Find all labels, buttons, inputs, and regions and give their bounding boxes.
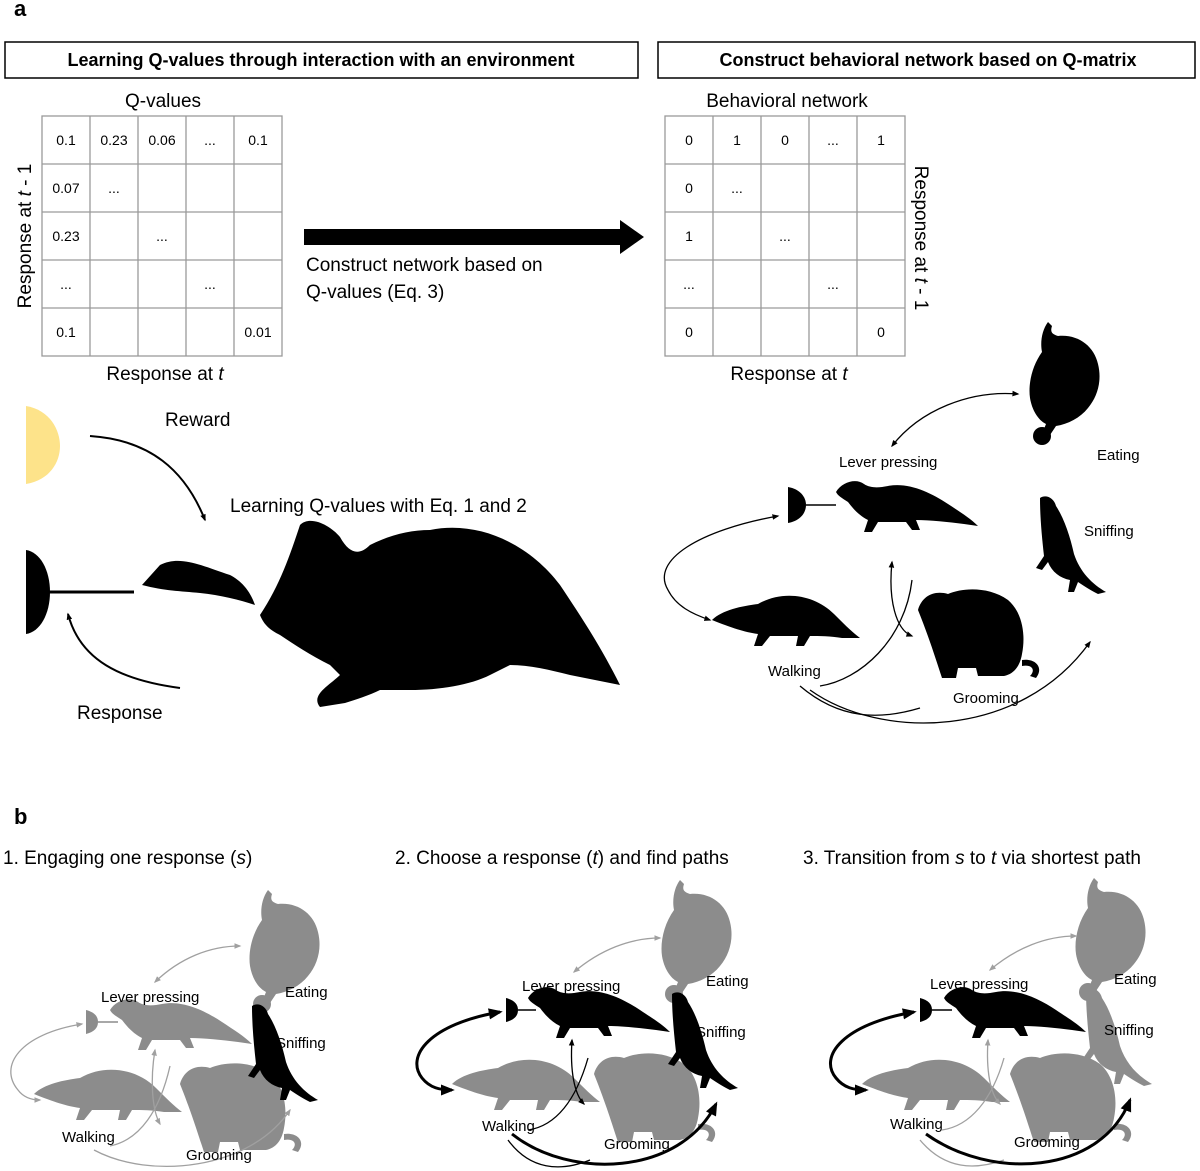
lever-icon-small xyxy=(506,998,518,1022)
matrix-cell: 0 xyxy=(685,324,693,340)
network-matrix-cells: 0 1 0... 1 0... 1......... 0 0 xyxy=(683,132,885,340)
rat-lever-pressing xyxy=(110,999,252,1050)
rat-lever-pressing xyxy=(836,481,978,532)
right-box-title: Construct behavioral network based on Q-… xyxy=(719,50,1136,70)
qmatrix-grid xyxy=(41,115,283,357)
matrix-cell: ... xyxy=(827,276,839,292)
label-grooming: Grooming xyxy=(604,1136,670,1153)
matrix-cell: 1 xyxy=(733,132,741,148)
left-title-box xyxy=(4,41,639,79)
matrix-cell: 1 xyxy=(877,132,885,148)
response-arrow xyxy=(66,612,181,689)
learning-label: Learning Q-values with Eq. 1 and 2 xyxy=(230,496,527,517)
label-eating: Eating xyxy=(1097,447,1140,464)
matrix-cell: ... xyxy=(827,132,839,148)
matrix-cell: 0.1 xyxy=(56,324,76,340)
matrix-cell: ... xyxy=(779,228,791,244)
matrix-cell: 1 xyxy=(685,228,693,244)
label-sniffing: Sniffing xyxy=(276,1035,326,1052)
label-lever-pressing: Lever pressing xyxy=(522,978,620,995)
network-matrix-title: Behavioral network xyxy=(706,91,868,112)
label-walking: Walking xyxy=(890,1116,943,1133)
network-step2: Lever pressing Eating Sniffing Walking G… xyxy=(415,880,749,1168)
panel-b-letter: b xyxy=(14,804,27,829)
panel-a-letter: a xyxy=(14,0,27,21)
matrix-cell: ... xyxy=(60,276,72,292)
matrix-cell: 0.01 xyxy=(244,324,271,340)
matrix-cell: ... xyxy=(683,276,695,292)
label-walking: Walking xyxy=(768,663,821,680)
rat-walking xyxy=(34,1069,182,1120)
response-label: Response xyxy=(77,703,163,724)
qmatrix-y-label: Response at t - 1 xyxy=(15,164,36,309)
lever-icon-small xyxy=(788,487,806,523)
left-box-title: Learning Q-values through interaction wi… xyxy=(67,50,574,70)
label-eating: Eating xyxy=(706,973,749,990)
matrix-cell: ... xyxy=(731,180,743,196)
lever-icon-small xyxy=(920,998,932,1022)
matrix-cell: ... xyxy=(204,276,216,292)
label-eating: Eating xyxy=(285,984,328,1001)
network-matrix-y-label: Response at t - 1 xyxy=(910,166,931,311)
label-walking: Walking xyxy=(62,1129,115,1146)
qmatrix-x-label: Response at t xyxy=(106,364,224,385)
matrix-cell: 0.23 xyxy=(100,132,127,148)
network-step1: Lever pressing Eating Sniffing Walking G… xyxy=(10,890,328,1167)
qmatrix-title: Q-values xyxy=(125,91,201,112)
rat-eating xyxy=(1029,322,1100,445)
construct-arrow xyxy=(304,220,644,254)
reward-arrow xyxy=(89,435,206,522)
matrix-cell: 0.1 xyxy=(56,132,76,148)
label-grooming: Grooming xyxy=(186,1147,252,1164)
matrix-cell: 0.07 xyxy=(52,180,79,196)
arrow-caption-line1: Construct network based on xyxy=(306,255,543,276)
matrix-cell: 0 xyxy=(685,180,693,196)
lever-icon xyxy=(26,550,50,634)
network-a: Lever pressing Eating Sniffing Walking G… xyxy=(663,322,1140,724)
matrix-cell: ... xyxy=(108,180,120,196)
matrix-cell: 0.23 xyxy=(52,228,79,244)
rat-silhouette-large xyxy=(142,520,620,707)
food-cup-icon xyxy=(26,406,60,484)
label-grooming: Grooming xyxy=(953,690,1019,707)
rat-sniffing xyxy=(1036,496,1106,594)
matrix-cell: ... xyxy=(204,132,216,148)
rat-lever-pressing xyxy=(944,987,1086,1038)
step1-heading: 1. Engaging one response (s) xyxy=(3,848,252,869)
rat-grooming xyxy=(918,589,1040,678)
reward-label: Reward xyxy=(165,410,230,431)
matrix-cell: 0 xyxy=(877,324,885,340)
matrix-cell: ... xyxy=(156,228,168,244)
network-matrix-grid xyxy=(664,115,906,357)
network-step3: Lever pressing Eating Sniffing Walking G… xyxy=(829,878,1157,1167)
step2-heading: 2. Choose a response (t) and find paths xyxy=(395,848,729,869)
matrix-cell: 0.1 xyxy=(248,132,268,148)
arrow-caption-line2: Q-values (Eq. 3) xyxy=(306,282,444,303)
lever-icon-small xyxy=(86,1010,98,1034)
qmatrix-cells: 0.1 0.23 0.06... 0.1 0.07... 0.23......... 0.1… xyxy=(52,132,271,340)
label-walking: Walking xyxy=(482,1118,535,1135)
matrix-cell: 0.06 xyxy=(148,132,175,148)
right-title-box xyxy=(657,41,1196,79)
label-sniffing: Sniffing xyxy=(1104,1022,1154,1039)
label-eating: Eating xyxy=(1114,971,1157,988)
label-sniffing: Sniffing xyxy=(1084,523,1134,540)
matrix-cell: 0 xyxy=(685,132,693,148)
rat-walking xyxy=(712,595,860,646)
label-lever-pressing: Lever pressing xyxy=(930,976,1028,993)
label-lever-pressing: Lever pressing xyxy=(839,454,937,471)
network-matrix-x-label: Response at t xyxy=(730,364,848,385)
label-sniffing: Sniffing xyxy=(696,1024,746,1041)
step3-heading: 3. Transition from s to t via shortest p… xyxy=(803,848,1141,869)
matrix-cell: 0 xyxy=(781,132,789,148)
label-lever-pressing: Lever pressing xyxy=(101,989,199,1006)
label-grooming: Grooming xyxy=(1014,1134,1080,1151)
